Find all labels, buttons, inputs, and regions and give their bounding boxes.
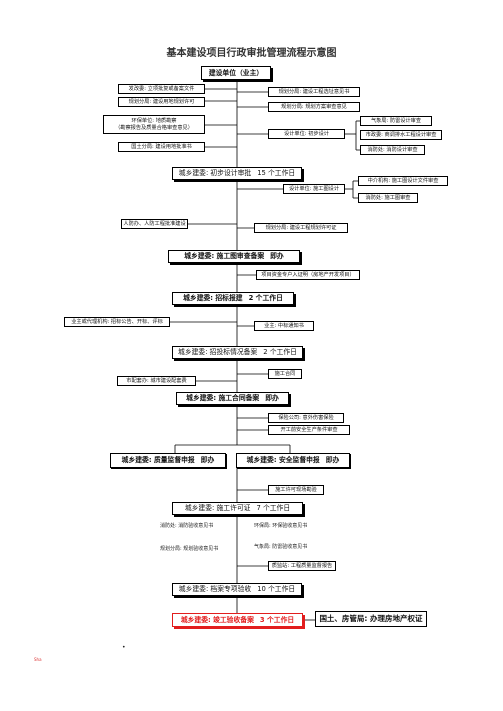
step-drawing-filing: 城乡建委: 施工图审查备案 即办 xyxy=(168,250,300,263)
node-site-inspection: 施工许可现场勘验 xyxy=(268,485,324,495)
step3-label: 城乡建委: 招标报建 xyxy=(183,294,243,303)
step-quality-supervision: 城乡建委: 质量监督申报 即办 xyxy=(110,453,226,468)
step4-label: 城乡建委: 招投标情况备案 xyxy=(178,348,258,357)
node-site-selection: 规划分局: 建设工程选址意见书 xyxy=(268,87,360,97)
step5-label: 城乡建委: 施工合同备案 xyxy=(186,394,260,403)
step7-label: 城乡建委: 施工许可证 xyxy=(184,504,251,513)
node-planning-permit: 规划分局: 建设工程规划许可证 xyxy=(254,223,348,233)
step-tender-registration: 城乡建委: 招标报建 2 个工作日 xyxy=(172,292,294,305)
note-fire-acceptance: 消防处: 消防验收意见书 xyxy=(160,523,214,529)
step6b-label: 城乡建委: 安全监督申报 xyxy=(246,456,320,465)
node-fund-account: 项目资金专户入证明（房地产开发项目） xyxy=(256,270,360,280)
page-title: 基本建设项目行政审批管理流程示意图 xyxy=(166,48,337,59)
node-fire-drawing-review: 消防处: 施工图审查 xyxy=(358,193,418,203)
step-completion-filing: 城乡建委: 竣工验收备案 3 个工作日 xyxy=(172,613,303,627)
geological-survey-line1: 环保单位: 地质勘察 xyxy=(131,118,177,124)
step9-label: 城乡建委: 竣工验收备案 xyxy=(180,615,254,624)
step8-duration: 10 个工作日 xyxy=(257,585,296,594)
node-safety-review: 开工前安全生产条件审查 xyxy=(268,425,350,435)
node-land-use-planning: 规划分局: 建设用地规划许可 xyxy=(118,97,205,107)
footer-mark: Sha xyxy=(34,657,42,662)
node-accident-insurance: 保险公司: 意外伤害保险 xyxy=(268,413,344,423)
step-contract-filing: 城乡建委: 施工合同备案 即办 xyxy=(176,392,289,405)
step9-duration: 3 个工作日 xyxy=(259,615,295,624)
node-preliminary-design: 设计单位: 初步设计 xyxy=(268,129,345,139)
node-development-reform: 发改委: 立项批复或备案文件 xyxy=(118,84,205,94)
step3-duration: 2 个工作日 xyxy=(248,294,283,303)
node-meteorology-review: 气象局: 防雷设计审查 xyxy=(360,116,432,126)
node-land-approval: 国土分局: 建设用地批准书 xyxy=(118,142,205,152)
step1-duration: 15 个工作日 xyxy=(257,169,296,178)
step-preliminary-design-approval: 城乡建委: 初步设计审批 15 个工作日 xyxy=(172,167,302,180)
node-award-notice: 业主: 中标通知书 xyxy=(254,321,314,331)
step-archive-acceptance: 城乡建委: 档案专项验收 10 个工作日 xyxy=(172,583,302,596)
node-supporting-fee: 市配套办: 城市建设配套费 xyxy=(117,376,196,386)
node-geological-survey: 环保单位: 地质勘察 （勘察报告及质量合格审查意见） xyxy=(103,115,205,134)
geological-survey-line2: （勘察报告及质量合格审查意见） xyxy=(115,124,193,131)
node-tender-agency: 业主或代理机构: 招标公告、开标、评标 xyxy=(64,317,170,327)
step7-duration: 7 个工作日 xyxy=(256,504,291,513)
step6a-label: 城乡建委: 质量监督申报 xyxy=(121,456,195,465)
step-tender-filing: 城乡建委: 招投标情况备案 2 个工作日 xyxy=(172,346,303,359)
note-environment-acceptance: 环保局: 环保验收意见书 xyxy=(254,523,308,529)
step6a-duration: 即办 xyxy=(200,456,215,465)
step-construction-permit: 城乡建委: 施工许可证 7 个工作日 xyxy=(172,502,303,515)
note-lightning-acceptance: 气象局: 防雷验收意见书 xyxy=(254,544,308,550)
node-municipal-review: 市政委: 商调排水工程设计审查 xyxy=(360,130,442,140)
node-fire-review: 消防处: 消防设计审查 xyxy=(360,145,425,155)
step6b-duration: 即办 xyxy=(325,456,340,465)
step-safety-supervision: 城乡建委: 安全监督申报 即办 xyxy=(236,453,350,468)
step4-duration: 2 个工作日 xyxy=(263,348,297,357)
footer-dot: • xyxy=(122,644,126,651)
node-quality-report: 质监站: 工程质量监督报告 xyxy=(268,561,336,571)
start-node: 建设单位（业主） xyxy=(201,66,271,80)
node-agency-review: 中介机构: 施工图设计文件审查 xyxy=(358,176,448,186)
node-planning-review: 规划分局: 规划方案审查意见 xyxy=(268,102,360,112)
node-construction-drawing: 设计单位: 施工图设计 xyxy=(283,184,345,194)
node-civil-defense: 人防办、人防工程批准建设 xyxy=(121,219,188,229)
step8-label: 城乡建委: 档案专项验收 xyxy=(178,585,252,594)
step2-duration: 即办 xyxy=(270,252,284,261)
step5-duration: 即办 xyxy=(265,394,279,403)
step1-label: 城乡建委: 初步设计审批 xyxy=(178,169,252,178)
step2-label: 城乡建委: 施工图审查备案 xyxy=(184,252,265,261)
note-planning-acceptance: 规划分局: 规划验收意见书 xyxy=(160,546,219,552)
node-property-certificate: 国土、房管局: 办理房地产权证 xyxy=(315,611,427,627)
node-construction-contract: 施工合同 xyxy=(268,369,302,379)
